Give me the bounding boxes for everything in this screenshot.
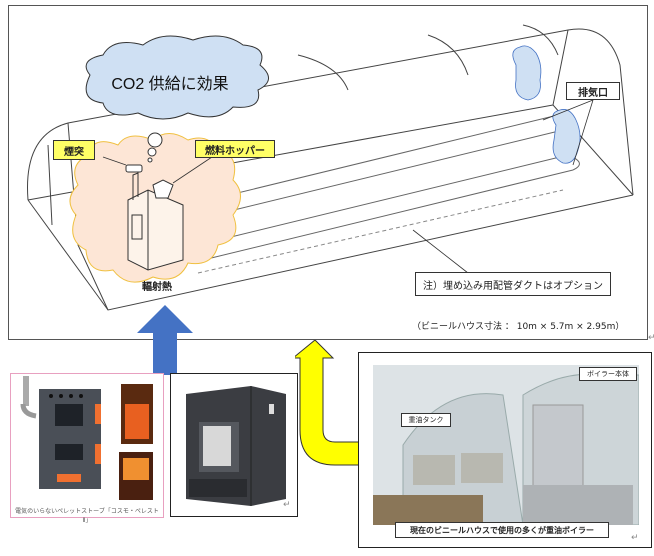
radiant-heat-label: 輻射熱 [142, 282, 172, 293]
oil-boiler-caption: 現在のビニールハウスで使用の多くが重油ボイラー [395, 522, 609, 538]
fuel-hopper-label: 燃料ホッパー [195, 140, 275, 158]
exhaust-cloud-1 [512, 45, 542, 101]
pellet-stove-photo [10, 373, 164, 518]
stove-drawing [125, 164, 184, 271]
return-mark-2: ↵ [283, 500, 291, 510]
boiler-body-label: ボイラー本体 [579, 367, 637, 381]
chimney-pointer [102, 156, 127, 166]
greenhouse-dimension-note: （ビニールハウス寸法 ： 10m × 5.7m × 2.95m） [412, 322, 625, 332]
stove-unit-photo: ↵ [170, 373, 298, 517]
return-mark-3: ↵ [631, 533, 639, 543]
duct-option-note: 注）埋め込み用配管ダクトはオプション [415, 272, 611, 296]
oil-boiler-image [373, 365, 639, 525]
exhaust-port-label: 排気口 [566, 82, 620, 100]
pellet-stove-caption: 電気のいらないペレットストーブ「コスモ・ペレストⅡ」 [15, 508, 159, 524]
exhaust-pointer-1 [542, 99, 594, 121]
thought-bubble-1 [147, 132, 163, 148]
duct-pointer [412, 229, 469, 274]
exhaust-pointer-2 [572, 99, 594, 166]
thought-bubble-2 [147, 147, 157, 157]
co2-effect-text: CO2 供給に効果 [111, 76, 229, 93]
thought-bubble-3 [147, 157, 153, 163]
greenhouse-drawing [27, 24, 634, 311]
stove-unit-image [186, 386, 286, 506]
hopper-pointer [172, 152, 219, 184]
oil-tank-label: 重油タンク [401, 413, 451, 427]
return-mark-1: ↵ [648, 333, 654, 343]
co2-cloud [85, 35, 269, 120]
chimney-label: 煙突 [53, 140, 95, 160]
yellow-u-arrow [295, 340, 370, 466]
blue-up-arrow [137, 305, 193, 375]
oil-boiler-photo: 重油タンク ボイラー本体 ↵ [358, 352, 652, 548]
exhaust-cloud-2 [552, 109, 581, 164]
pellet-stove-image [20, 376, 153, 500]
